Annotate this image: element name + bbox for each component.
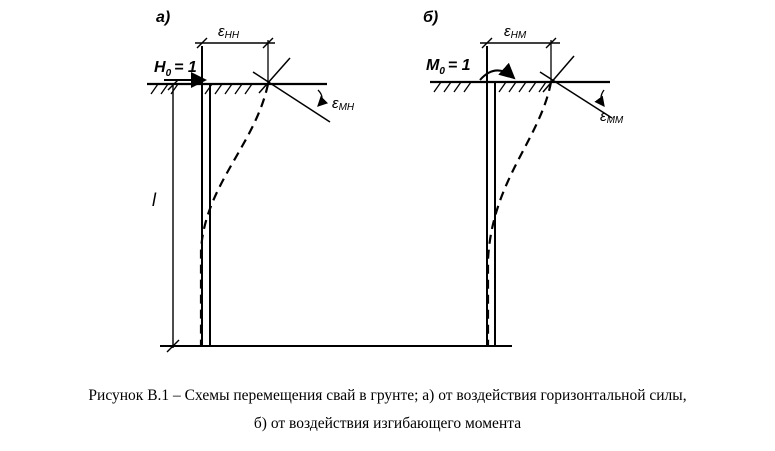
figure-caption-line-2: б) от воздействия изгибающего момента	[253, 415, 522, 432]
panel-b-label: б)	[423, 9, 438, 26]
tangent-cross-b	[542, 55, 575, 93]
dim-tick-right-b	[545, 37, 557, 49]
rotation-label-a: εМН	[332, 95, 355, 113]
ground-hatching-b	[433, 81, 547, 93]
tangent-line-b	[539, 71, 613, 119]
figure-caption-line-1: Рисунок В.1 – Схемы перемещения свай в г…	[88, 387, 687, 404]
moment-arrow-b	[479, 62, 516, 81]
rotation-arc-b	[594, 89, 605, 108]
length-tick-top	[167, 79, 179, 91]
tangent-cross-a	[258, 57, 291, 94]
dim-tick-left-a	[196, 37, 208, 49]
panel-b: б) εНМ M0= 1	[423, 9, 624, 345]
length-label: l	[152, 190, 157, 210]
deflected-pile-b	[486, 81, 553, 345]
rotation-label-b: εММ	[600, 108, 624, 126]
dim-tick-left-b	[481, 37, 493, 49]
moment-label-b: M0= 1	[426, 57, 471, 77]
panel-a-label: а)	[156, 9, 170, 26]
displacement-label-a: εНН	[218, 23, 240, 41]
rotation-arc-a	[317, 89, 329, 107]
dim-tick-right-a	[262, 37, 274, 49]
displacement-label-b: εНМ	[504, 23, 527, 41]
force-label-a: H0= 1	[154, 59, 197, 79]
deflected-pile-a	[199, 83, 270, 345]
tangent-line-a	[252, 71, 331, 123]
panel-a: а) εНН H0= 1	[147, 9, 355, 353]
